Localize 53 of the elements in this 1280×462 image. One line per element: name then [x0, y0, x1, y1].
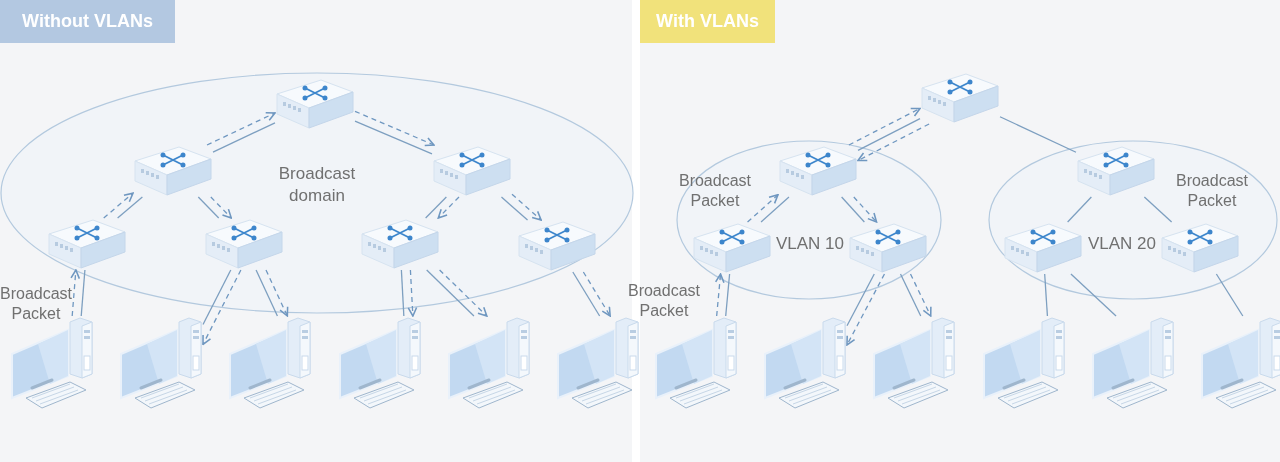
- broadcast-arrow: [354, 110, 435, 147]
- network-link: [400, 269, 405, 317]
- network-link: [999, 116, 1077, 153]
- network-link: [572, 271, 601, 317]
- network-link: [725, 273, 731, 317]
- title-tag: Without VLANs: [0, 0, 175, 43]
- title-tag: With VLANs: [640, 0, 775, 43]
- broadcast-arrow: [846, 273, 886, 346]
- network-link: [760, 196, 790, 223]
- domain-label: VLAN 20: [1086, 233, 1157, 255]
- packet-label: Broadcast Packet: [626, 281, 701, 321]
- packet-label: Broadcast Packet: [1174, 171, 1249, 211]
- network-link: [1067, 196, 1092, 223]
- domain-label: Broadcast domain: [277, 163, 357, 207]
- network-link: [899, 273, 922, 317]
- broadcast-arrow: [438, 269, 488, 317]
- network-link: [1044, 273, 1049, 317]
- broadcast-arrow: [103, 192, 134, 219]
- broadcast-arrow: [70, 269, 81, 317]
- packet-label: Broadcast Packet: [677, 171, 752, 211]
- broadcast-arrow: [206, 111, 276, 146]
- network-link: [841, 196, 865, 223]
- packet-label: Broadcast Packet: [0, 284, 72, 324]
- network-link: [197, 196, 220, 219]
- network-link: [212, 122, 276, 153]
- network-link: [1143, 196, 1173, 223]
- network-link: [425, 196, 447, 219]
- network-link: [1070, 273, 1117, 317]
- broadcast-arrow: [909, 273, 932, 317]
- broadcast-arrow: [714, 273, 725, 317]
- broadcast-arrow: [848, 107, 921, 146]
- broadcast-arrow: [853, 196, 878, 223]
- broadcast-arrow: [857, 123, 930, 162]
- network-link: [1215, 273, 1244, 317]
- network-link: [80, 269, 86, 317]
- network-link: [255, 269, 279, 317]
- broadcast-arrow: [210, 196, 233, 219]
- network-link: [857, 117, 921, 152]
- broadcast-arrow: [265, 269, 289, 317]
- broadcast-arrow: [407, 269, 418, 317]
- network-link: [846, 273, 875, 327]
- network-link: [202, 269, 232, 326]
- network-link: [500, 196, 529, 221]
- broadcast-arrow: [746, 193, 779, 223]
- broadcast-arrow: [437, 196, 460, 219]
- broadcast-arrow: [202, 269, 242, 346]
- network-link: [354, 120, 433, 155]
- network-link: [116, 196, 143, 219]
- broadcast-arrow: [582, 271, 611, 317]
- domain-label: VLAN 10: [774, 233, 845, 255]
- network-link: [426, 269, 475, 317]
- domain-ellipse: [988, 140, 1278, 300]
- broadcast-arrow: [511, 193, 542, 221]
